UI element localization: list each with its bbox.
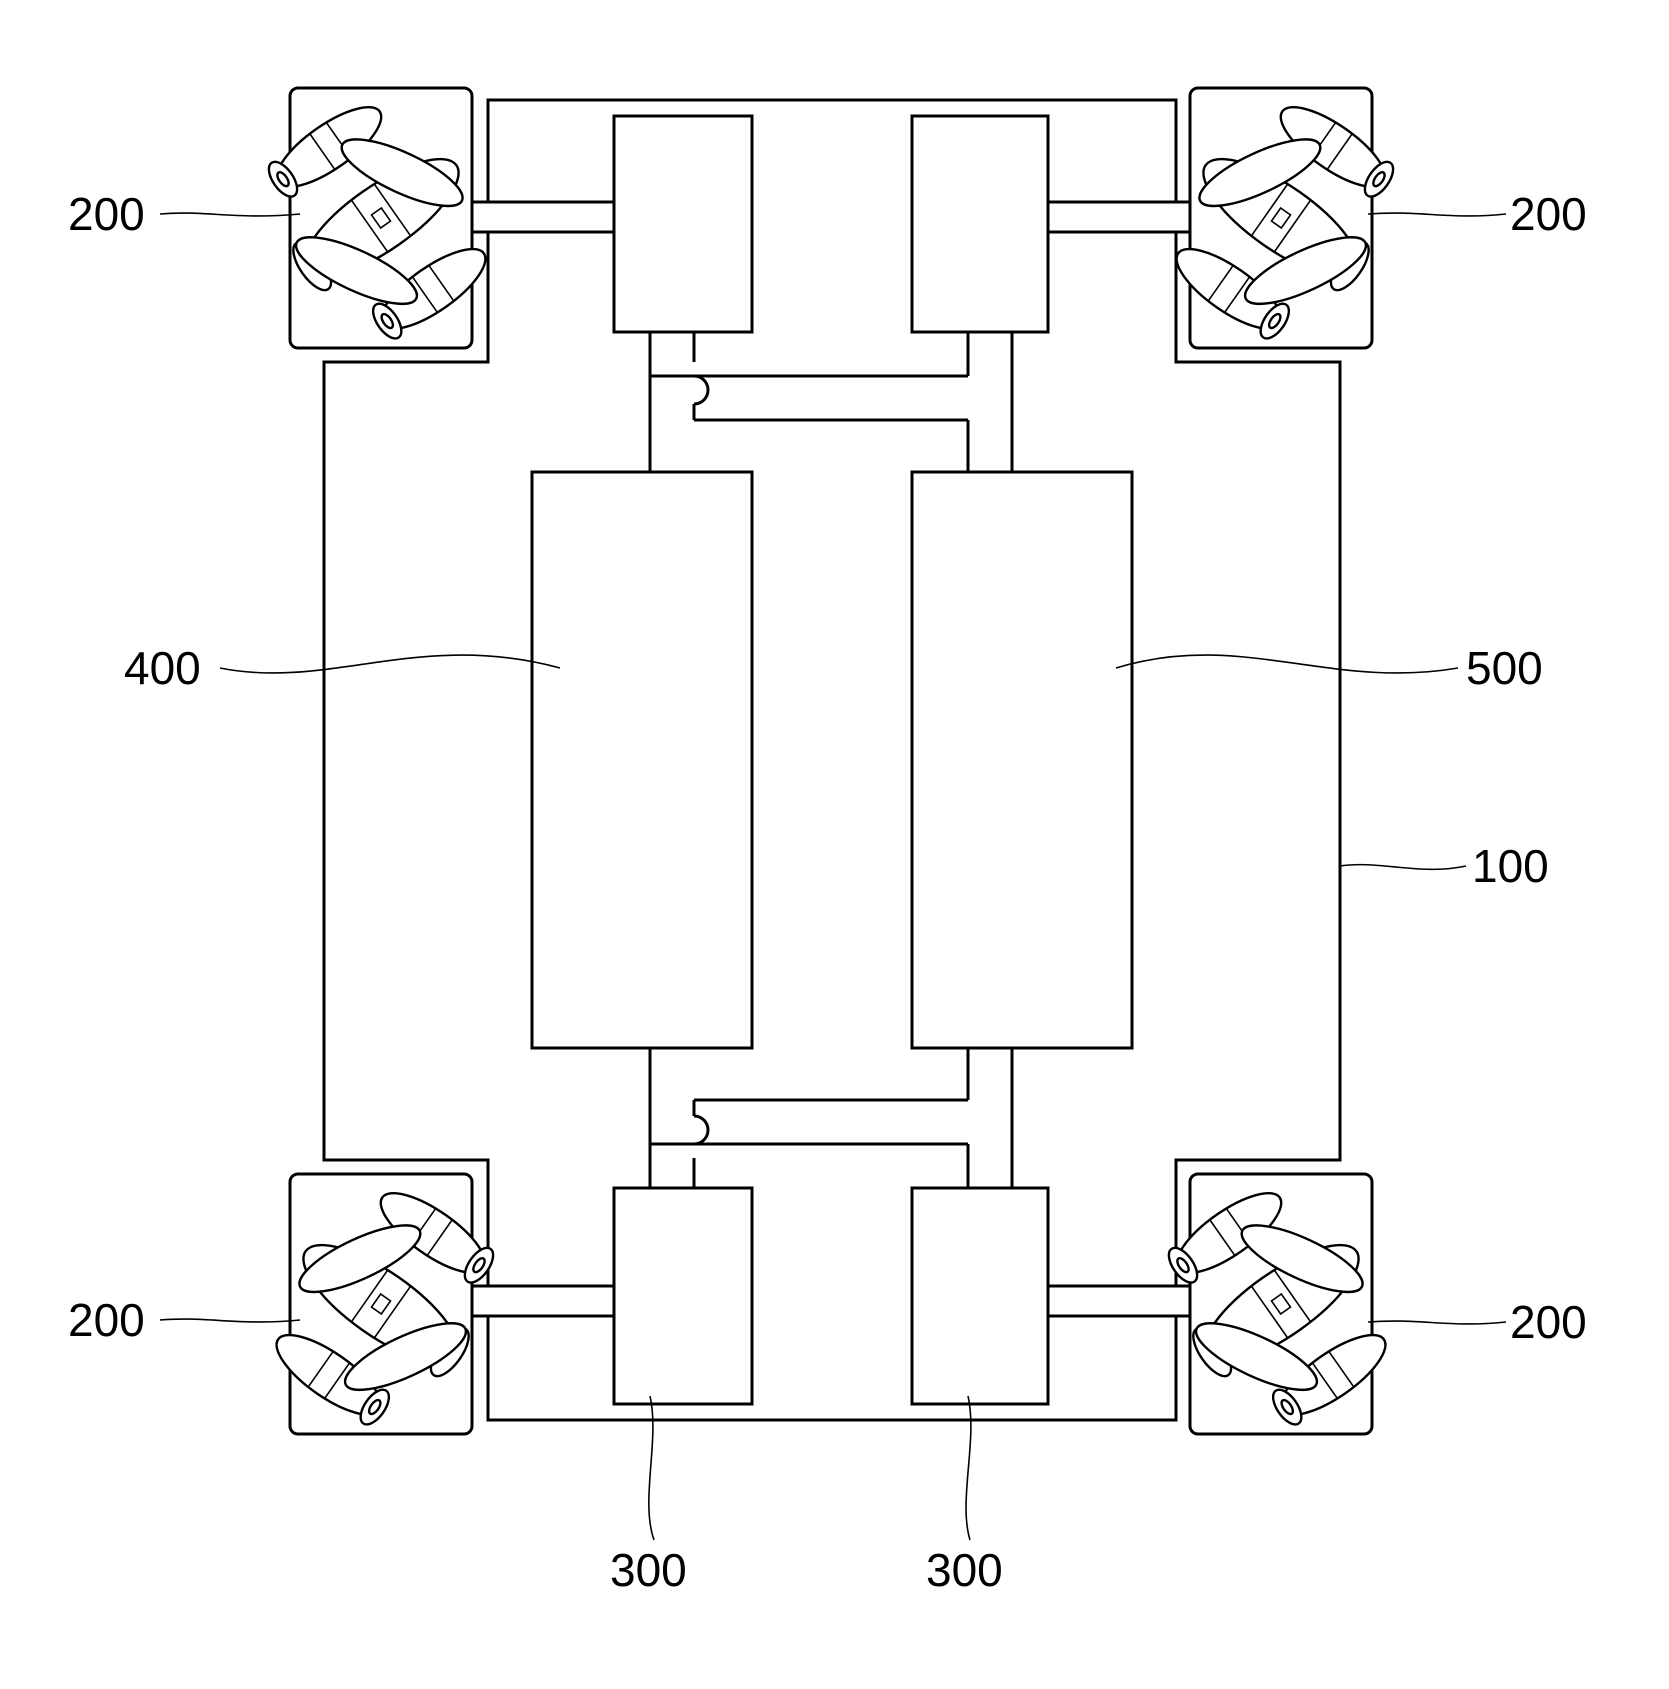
frame-outline <box>322 98 1342 1422</box>
label-wheel-top-left: 200 <box>68 188 145 240</box>
wheel-top-right <box>1164 86 1401 350</box>
wheel-bottom-left <box>264 1172 501 1436</box>
label-motor-bottom-left: 300 <box>610 1544 687 1596</box>
label-wheel-bottom-right: 200 <box>1510 1296 1587 1348</box>
motor-bottom-right <box>910 1186 1050 1406</box>
motor-top-left <box>612 114 754 334</box>
lower-wiring <box>648 1048 1014 1188</box>
motor-top-right <box>910 114 1050 334</box>
label-unit-500: 500 <box>1466 642 1543 694</box>
axles <box>470 200 1192 1318</box>
label-frame-100: 100 <box>1472 840 1549 892</box>
label-motor-bottom-right: 300 <box>926 1544 1003 1596</box>
label-wheel-bottom-left: 200 <box>68 1294 145 1346</box>
leader-lines <box>159 212 1507 1541</box>
motor-bottom-left <box>612 1186 754 1406</box>
unit-400 <box>530 470 754 1050</box>
unit-500 <box>910 470 1134 1050</box>
label-unit-400: 400 <box>124 642 201 694</box>
wheel-top-left <box>261 86 498 350</box>
wheel-bottom-right <box>1161 1172 1398 1436</box>
upper-wiring <box>648 332 1014 472</box>
label-wheel-top-right: 200 <box>1510 188 1587 240</box>
